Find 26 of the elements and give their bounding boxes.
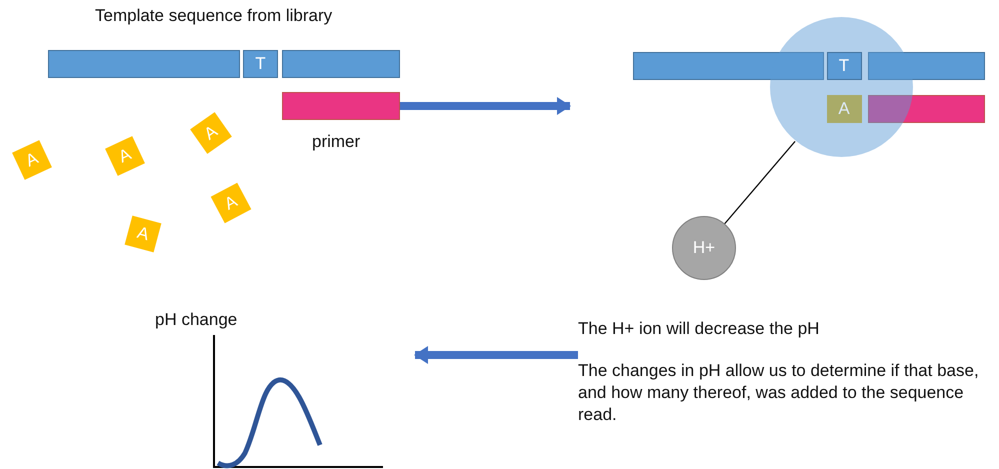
template-strand-segment	[48, 50, 240, 78]
block-arrow	[414, 346, 578, 364]
nucleotide-block	[826, 95, 862, 123]
base-letter: T	[838, 56, 850, 76]
base-letter: A	[22, 148, 42, 172]
axis-title: pH change	[155, 310, 238, 330]
ion-label: H+	[692, 238, 716, 258]
base-letter: A	[116, 144, 134, 168]
template-strand-segment	[633, 52, 824, 80]
paragraph-text: The changes in pH allow us to determine if that base, and how many thereof, was added to the sequence read.	[578, 360, 980, 426]
base-letter: T	[255, 54, 266, 74]
base-letter: A	[838, 99, 850, 119]
block-arrow	[400, 97, 571, 115]
note-text: The H+ ion will decrease the pH	[578, 318, 820, 340]
nucleotide-block	[243, 50, 278, 78]
base-letter: A	[221, 192, 241, 214]
nucleotide-block	[826, 52, 862, 80]
base-letter: A	[200, 122, 222, 144]
caption-text: primer	[312, 132, 360, 152]
template-strand-segment	[282, 50, 400, 78]
primer-bar	[868, 95, 985, 123]
template-strand-segment	[868, 52, 985, 80]
base-letter: A	[134, 222, 152, 246]
heading-text: Template sequence from library	[95, 6, 332, 26]
connector-line	[724, 140, 796, 224]
primer-bar	[282, 92, 400, 120]
